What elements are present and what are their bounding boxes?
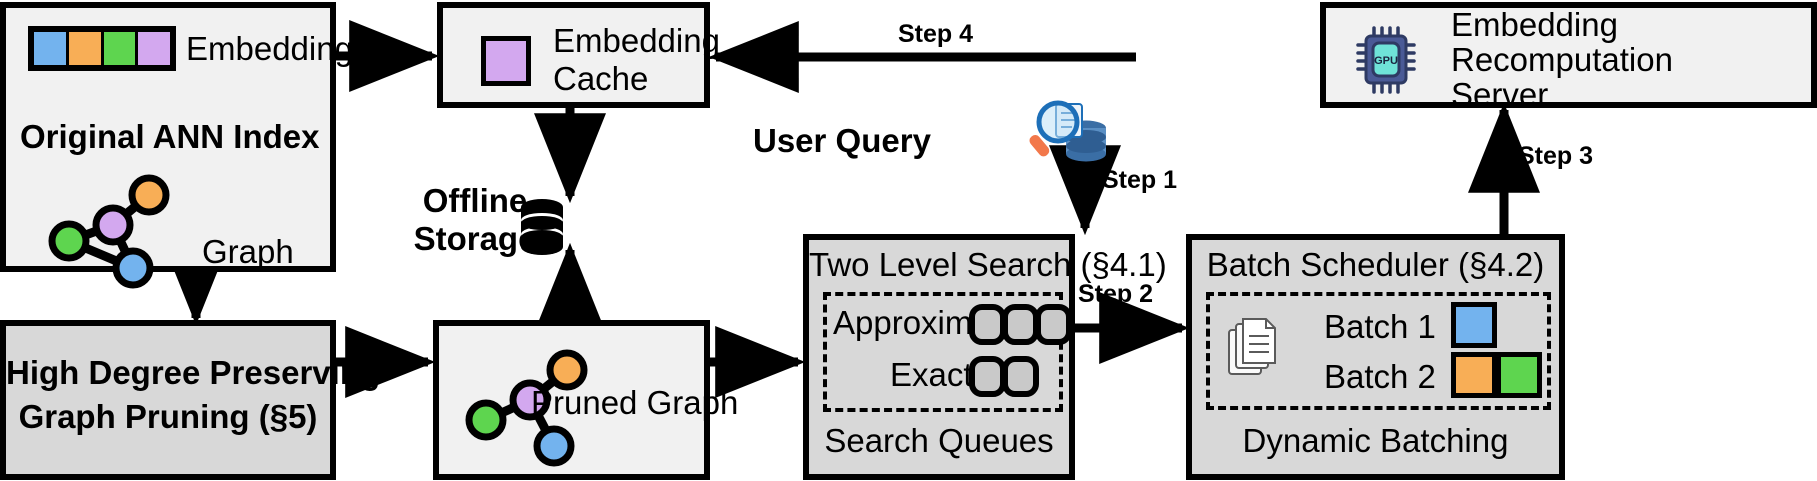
batch-2-item-green [1496,352,1542,398]
graph-node-blue [112,247,154,289]
search-queues-group: Approximate Exact [823,292,1072,412]
recomputation-server-line2: Recomputation [1451,41,1673,78]
recomputation-server-box: GPU Embedding Recomputation Server [1320,2,1817,113]
original-ann-index-title: Original ANN Index [20,118,320,155]
original-ann-index-box: Embedding Original ANN Index Graph [0,2,353,289]
graph-pruning-box: High Degree Preserving Graph Pruning (§5… [0,320,381,480]
original-graph-figure [48,174,170,289]
graph-node-purple [92,204,134,246]
approximate-slot-1 [969,304,1006,345]
gpu-icon-text: GPU [1374,55,1398,67]
embedding-cell-orange [68,32,104,65]
batch-scheduler-title: Batch Scheduler (§4.2) [1206,246,1545,283]
user-query-label: User Query [753,122,931,159]
pruned-graph-box: Pruned Graph [433,320,738,480]
magnifier-over-database-icon [1029,100,1106,162]
two-level-search-box: Two Level Search (§4.1) Approximate Exac… [803,234,1167,480]
exact-slot-2 [1002,356,1039,397]
graph-pruning-line1: High Degree Preserving [6,354,381,391]
step4-label: Step 4 [898,20,974,48]
step2-label: Step 2 [1078,280,1154,308]
graph-label: Graph [202,233,294,270]
batch-2-item-orange [1451,352,1497,398]
embedding-cache-box: Embedding Cache [437,2,720,108]
step3-label: Step 3 [1518,142,1594,170]
graph-node-green [48,220,90,262]
exact-slot-1 [969,356,1006,397]
embedding-cell-purple [138,32,170,65]
offline-storage-line2: Storage [413,220,537,257]
batch-2-label: Batch 2 [1324,358,1436,395]
embedding-cache-line2: Cache [553,60,649,97]
batch-1-label: Batch 1 [1324,308,1436,345]
graph-node-orange [128,174,170,216]
offline-storage-line1: Offline [422,182,528,219]
pruned-graph-figure [465,349,588,467]
documents-stack-icon [1228,318,1276,375]
dynamic-batching-caption: Dynamic Batching [1242,422,1509,459]
embedding-cell-blue [34,32,69,65]
step1-label: Step 1 [1102,166,1178,194]
two-level-search-title: Two Level Search (§4.1) [809,246,1167,283]
embedding-cell-green [103,32,139,65]
batch-1-item-blue [1451,302,1497,348]
pruned-node-blue [533,425,575,467]
batch-scheduler-box: Batch Scheduler (§4.2) Batch 1 Batch 2 D… [1186,234,1565,480]
pruned-graph-label: Pruned Graph [531,384,739,421]
pruned-node-purple [509,379,551,421]
embedding-cache-line1: Embedding [553,22,720,59]
purple-square-icon [481,36,531,86]
recomputation-server-line1: Embedding [1451,6,1618,43]
embedding-label: Embedding [186,30,353,67]
pruned-node-green [465,399,507,441]
approximate-slot-2 [1002,304,1039,345]
database-cylinder-icon [521,199,563,255]
search-queues-caption: Search Queues [824,422,1054,459]
gpu-chip-icon: GPU [1356,26,1416,94]
graph-pruning-line2: Graph Pruning (§5) [18,398,318,435]
dynamic-batching-group: Batch 1 Batch 2 [1206,292,1551,410]
approximate-slot-3 [1035,304,1072,345]
recomputation-server-line3: Server [1451,76,1549,113]
pruned-node-orange [546,349,588,391]
search-row-label-exact: Exact [890,356,973,393]
embedding-swatch-strip [28,26,176,71]
